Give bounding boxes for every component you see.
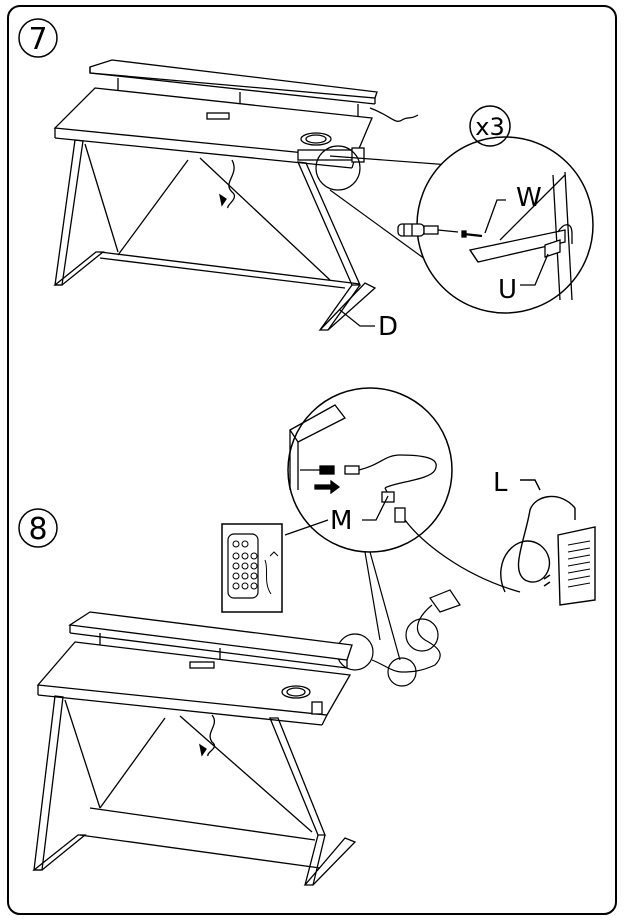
page-border <box>7 5 617 915</box>
quantity-text: x3 <box>475 113 504 141</box>
label-m: M <box>330 506 352 536</box>
detail-circle-step-8: M <box>287 387 521 593</box>
step-8: 8 <box>18 387 596 886</box>
step-7-number: 7 <box>28 22 47 57</box>
label-w: W <box>516 183 542 213</box>
label-u: U <box>498 275 517 305</box>
step-8-badge: 8 <box>18 508 58 548</box>
desk-step-7 <box>53 59 419 331</box>
remote-control-pack <box>221 523 283 613</box>
zoom-line-step-7 <box>329 155 451 166</box>
desk-step-8 <box>32 611 357 886</box>
step-8-number: 8 <box>28 512 47 547</box>
label-l: L <box>493 468 508 498</box>
step-7-badge: 7 <box>18 18 58 58</box>
label-d: D <box>378 312 398 342</box>
detail-circle-step-7: W U <box>397 136 594 314</box>
power-adapter <box>500 479 596 606</box>
step-7: 7 <box>18 18 594 342</box>
quantity-badge: x3 <box>469 105 511 147</box>
